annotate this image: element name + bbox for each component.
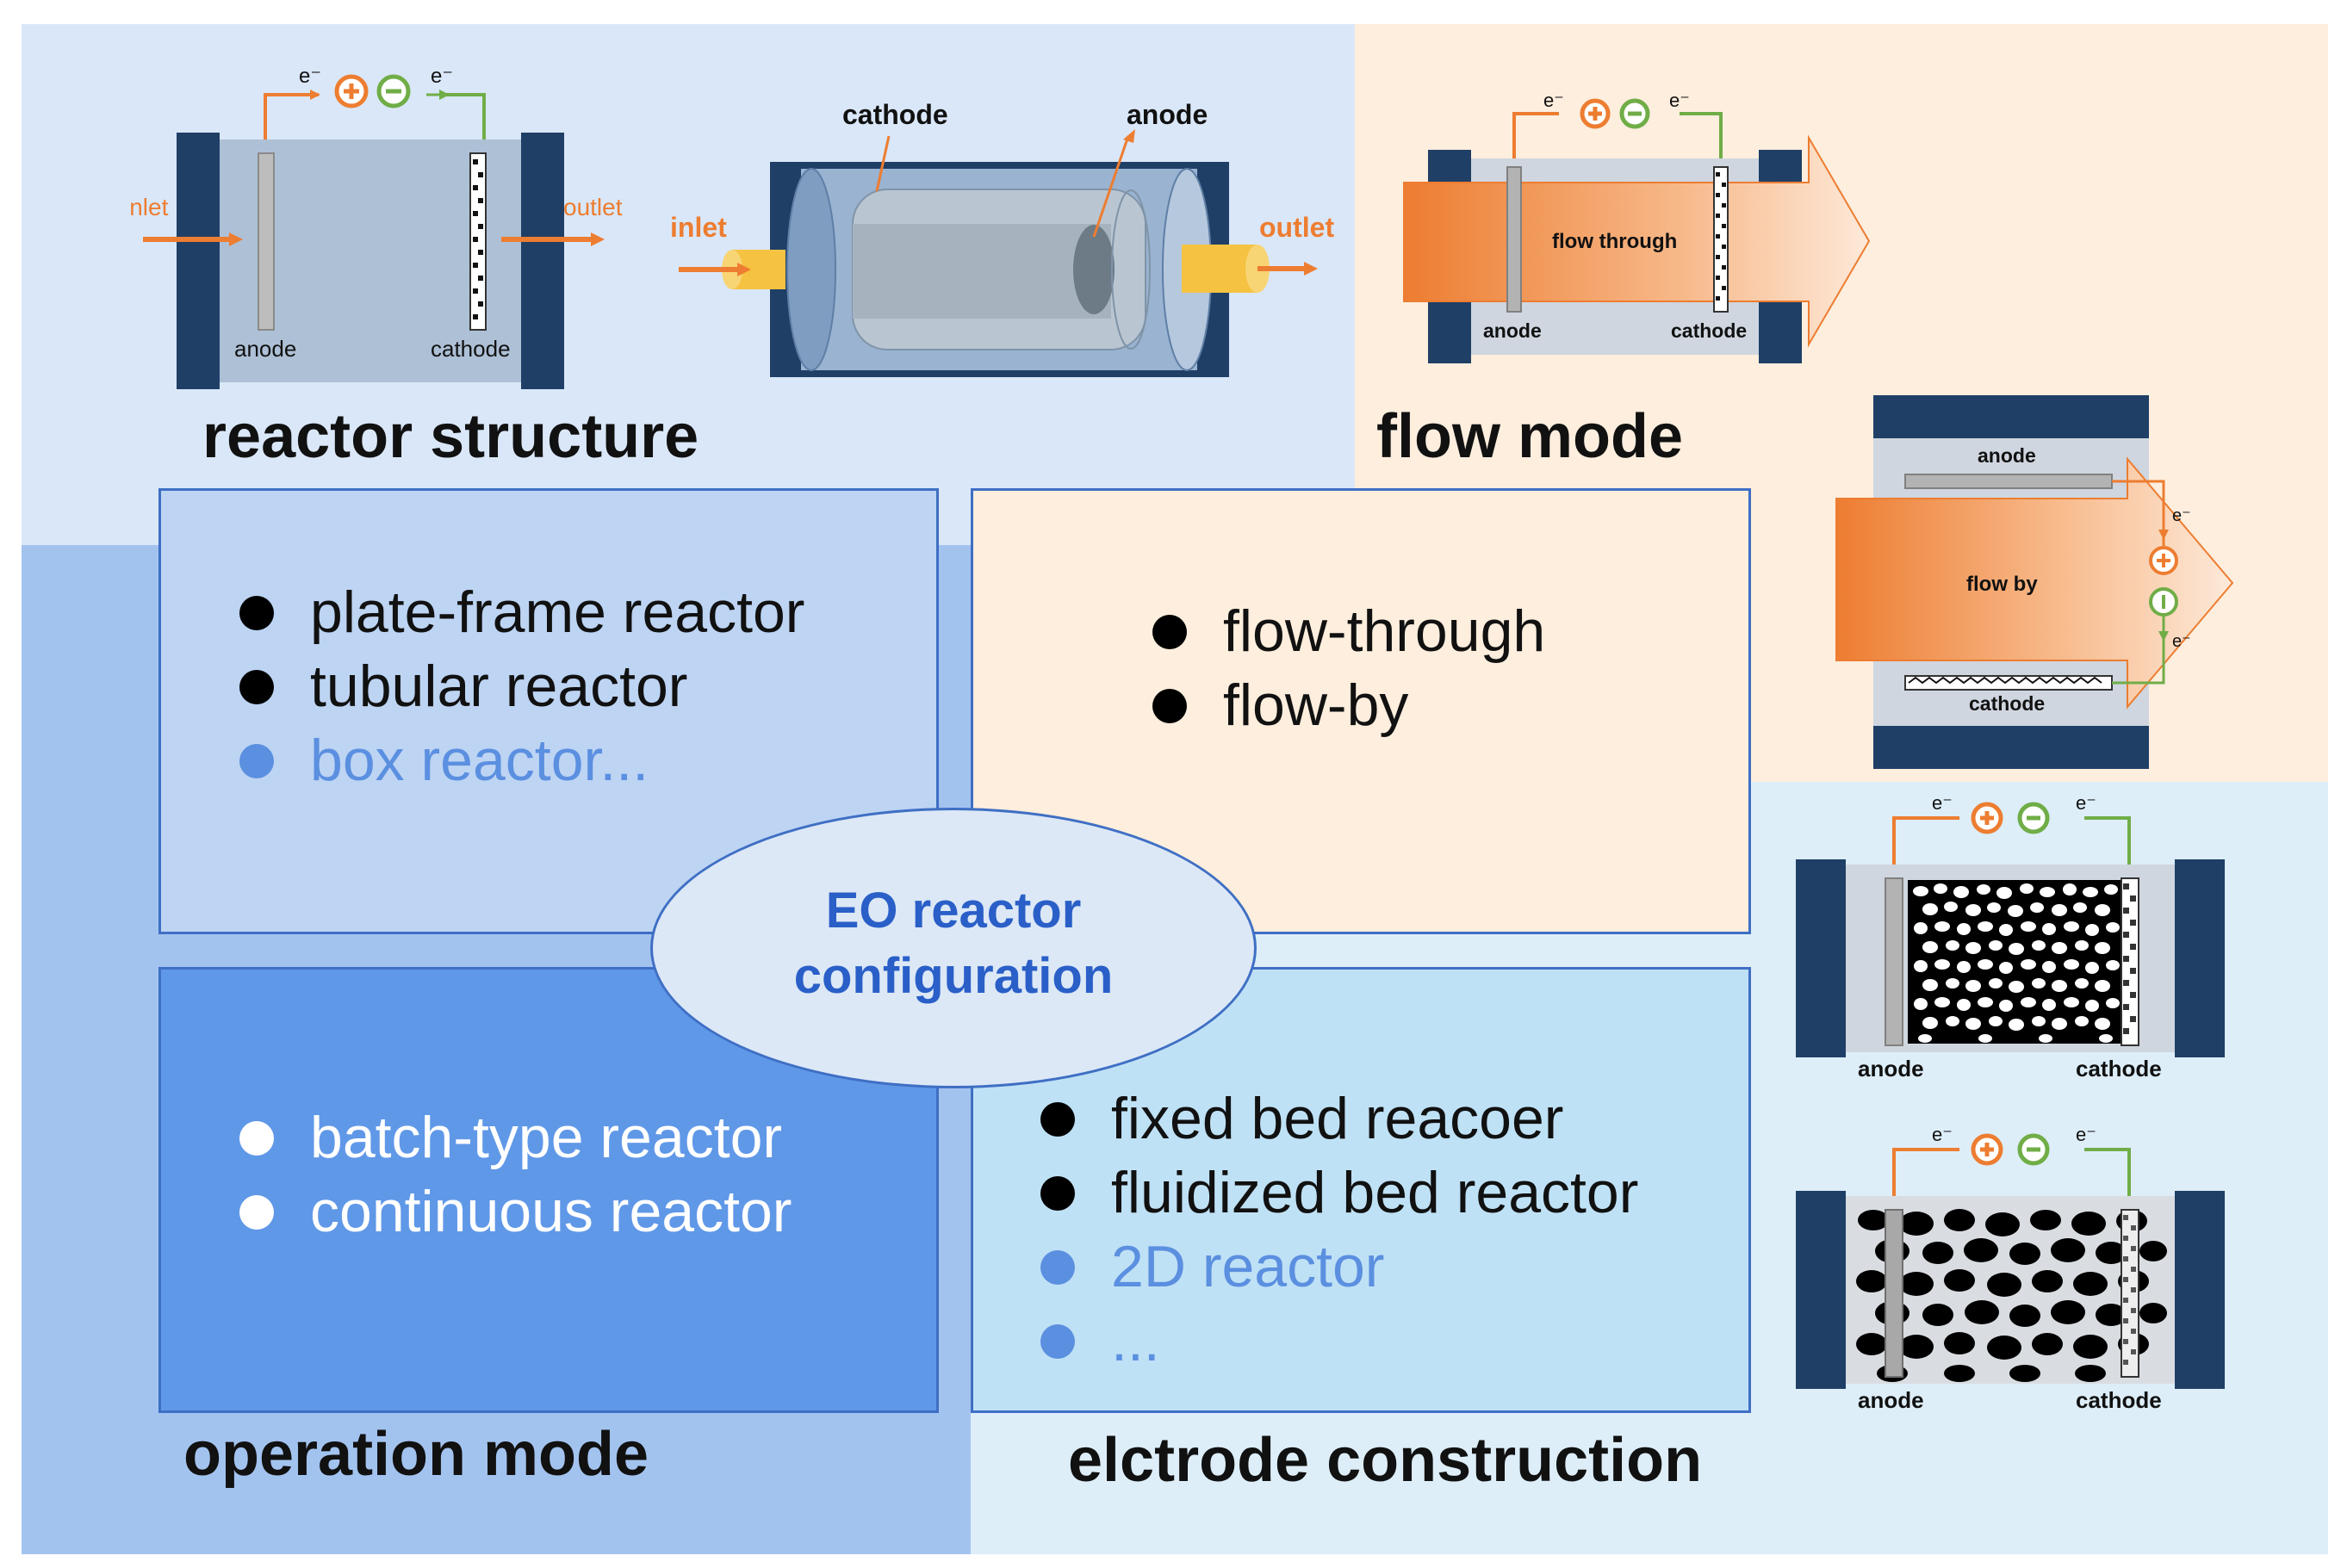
anode-label: anode xyxy=(1858,1387,1924,1413)
tubular-reactor-illustration: inlet outlet cathode anode xyxy=(670,99,1334,377)
cathode-label: cathode xyxy=(2076,1056,2162,1081)
item-label: batch-type reactor xyxy=(310,1105,783,1170)
item-label: plate-frame reactor xyxy=(310,579,805,645)
center-title: EO reactor configuration xyxy=(650,878,1257,1009)
outlet-label: outlet xyxy=(563,194,623,220)
anode-label: anode xyxy=(234,336,296,362)
flow-by-illustration: e⁻ e⁻ anode flow by cathode xyxy=(1835,395,2234,769)
flow-mode-list: flow-through flow-by xyxy=(1152,594,1545,742)
list-item: ... xyxy=(1040,1304,1638,1378)
electron-label: e⁻ xyxy=(2172,632,2191,651)
cathode-label: cathode xyxy=(431,336,511,362)
electrode-construction-heading: elctrode construction xyxy=(1068,1426,1703,1495)
fixed-bed-illustration: e⁻ e⁻ xyxy=(1796,792,2225,1081)
bullet-icon xyxy=(239,596,274,630)
electron-label: e⁻ xyxy=(1932,1124,1953,1145)
item-label: ... xyxy=(1111,1308,1160,1373)
bullet-icon xyxy=(1040,1324,1075,1359)
list-item: continuous reactor xyxy=(239,1174,792,1249)
plate-frame-reactor-illustration: e⁻ e⁻ inlet outlet anode cathode xyxy=(129,65,623,389)
outlet-label: outlet xyxy=(1259,212,1334,243)
bullet-icon xyxy=(1152,689,1187,723)
bullet-icon xyxy=(1040,1176,1075,1211)
bullet-icon xyxy=(239,670,274,704)
electron-label: e⁻ xyxy=(1932,792,1953,814)
bullet-icon xyxy=(239,1121,274,1156)
cathode-label: cathode xyxy=(1969,692,2045,715)
flow-through-label: flow through xyxy=(1552,230,1677,253)
list-item: fixed bed reacoer xyxy=(1040,1081,1638,1156)
item-label: fluidized bed reactor xyxy=(1111,1160,1639,1225)
item-label: box reactor... xyxy=(310,728,649,793)
list-item: tubular reactor xyxy=(239,649,804,723)
operation-mode-list: batch-type reactor continuous reactor xyxy=(239,1100,792,1249)
anode-label: anode xyxy=(1858,1056,1924,1081)
cathode-label: cathode xyxy=(1671,319,1747,342)
electron-label: e⁻ xyxy=(2172,506,2191,525)
operation-mode-heading: operation mode xyxy=(183,1420,649,1489)
flow-through-illustration: e⁻ e⁻ flow through anode cathode xyxy=(1403,90,1871,363)
bullet-icon xyxy=(1152,615,1187,649)
cathode-label: cathode xyxy=(2076,1387,2162,1413)
item-label: flow-by xyxy=(1223,672,1409,738)
list-item: batch-type reactor xyxy=(239,1100,792,1174)
anode-label: anode xyxy=(1978,444,2036,467)
bullet-icon xyxy=(239,744,274,778)
electron-label: e⁻ xyxy=(1669,90,1690,111)
item-label: flow-through xyxy=(1223,598,1546,664)
item-label: fixed bed reacoer xyxy=(1111,1086,1564,1151)
fluidized-bed-illustration: e⁻ e⁻ anode cathode xyxy=(1796,1124,2225,1413)
flow-mode-heading: flow mode xyxy=(1376,402,1683,471)
center-title-line1: EO reactor xyxy=(825,883,1082,939)
list-item: 2D reactor xyxy=(1040,1230,1638,1304)
list-item: flow-by xyxy=(1152,668,1545,742)
reactor-structure-heading: reactor structure xyxy=(202,402,699,471)
inlet-label: inlet xyxy=(129,194,169,220)
electron-label: e⁻ xyxy=(1543,90,1564,111)
list-item: fluidized bed reactor xyxy=(1040,1156,1638,1230)
list-item: plate-frame reactor xyxy=(239,575,804,649)
center-ellipse xyxy=(650,808,1257,1088)
electron-label: e⁻ xyxy=(431,65,453,88)
flow-by-label: flow by xyxy=(1966,573,2038,596)
electron-label: e⁻ xyxy=(2076,1124,2096,1145)
anode-label: anode xyxy=(1483,319,1542,342)
electrode-construction-list: fixed bed reacoer fluidized bed reactor … xyxy=(1040,1081,1638,1378)
bullet-icon xyxy=(1040,1102,1075,1137)
electron-label: e⁻ xyxy=(299,65,321,88)
list-item: box reactor... xyxy=(239,723,804,797)
reactor-structure-list: plate-frame reactor tubular reactor box … xyxy=(239,575,804,797)
cathode-label: cathode xyxy=(842,99,948,130)
anode-label: anode xyxy=(1127,99,1208,130)
item-label: tubular reactor xyxy=(310,654,688,719)
item-label: 2D reactor xyxy=(1111,1234,1385,1299)
center-title-line2: configuration xyxy=(793,948,1114,1004)
item-label: continuous reactor xyxy=(310,1179,792,1244)
list-item: flow-through xyxy=(1152,594,1545,668)
bullet-icon xyxy=(1040,1250,1075,1285)
bullet-icon xyxy=(239,1195,274,1230)
electron-label: e⁻ xyxy=(2076,792,2096,814)
inlet-label: inlet xyxy=(670,212,727,243)
